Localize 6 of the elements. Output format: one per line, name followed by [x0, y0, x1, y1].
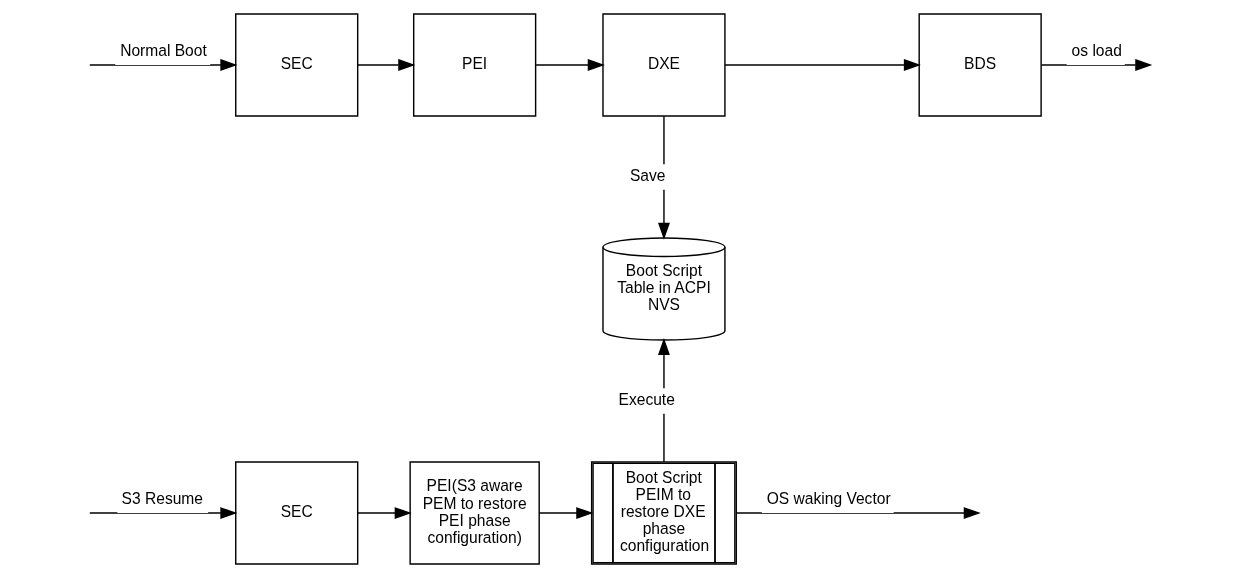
edge-label: Save — [629, 166, 666, 184]
edge-label: S3 Resume — [121, 490, 203, 508]
edge-label: os load — [1071, 42, 1122, 60]
edge-label: Execute — [618, 390, 675, 408]
edge-label: Normal Boot — [120, 42, 207, 60]
edge-label: OS waking Vector — [766, 490, 891, 508]
